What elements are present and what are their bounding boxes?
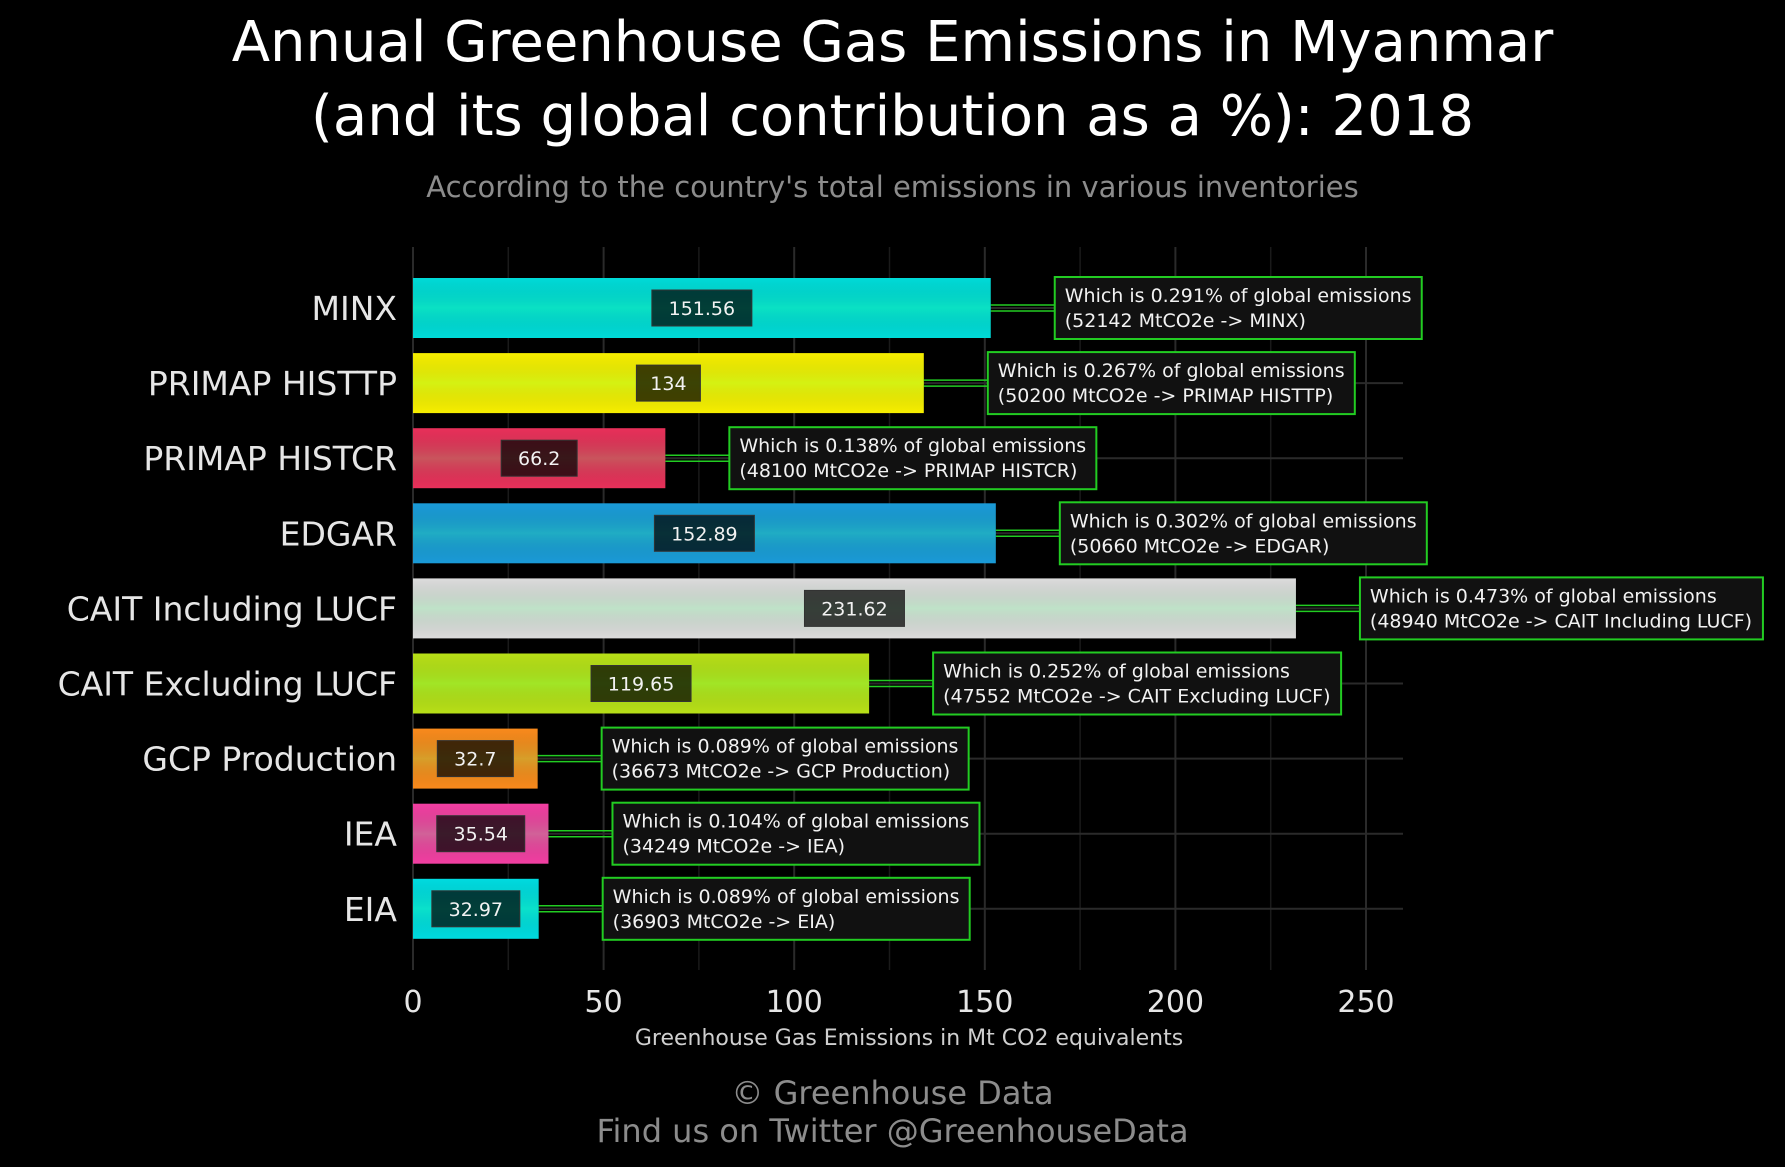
value-label-box [436, 740, 514, 778]
x-tick-label: 100 [766, 985, 823, 1020]
category-label: PRIMAP HISTTP [148, 364, 397, 403]
x-tick-label: 250 [1337, 985, 1394, 1020]
annotation-box [986, 351, 1356, 416]
annotation-line-1: Which is 0.089% of global emissions [612, 736, 959, 758]
value-label: 231.62 [821, 598, 887, 620]
value-label: 32.7 [454, 749, 496, 771]
x-tick-label: 150 [956, 985, 1013, 1020]
value-label-box [651, 289, 753, 327]
chart-title-line-1: Annual Greenhouse Gas Emissions in Myanm… [231, 10, 1554, 75]
annotation-box [1058, 501, 1428, 566]
category-label: CAIT Excluding LUCF [58, 665, 397, 704]
annotation-line-1: Which is 0.267% of global emissions [998, 360, 1345, 382]
annotation-box [1053, 276, 1423, 340]
category-label: MINX [312, 289, 398, 328]
value-label: 119.65 [608, 674, 674, 696]
chart-subtitle: According to the country's total emissio… [426, 170, 1359, 204]
value-label-box [431, 890, 521, 928]
footer-twitter: Find us on Twitter @GreenhouseData [596, 1112, 1189, 1150]
annotation-box [601, 876, 971, 941]
value-label-box [653, 514, 755, 552]
annotation-box [611, 801, 981, 866]
annotation-line-1: Which is 0.291% of global emissions [1065, 285, 1412, 307]
annotation-line-2: (50660 MtCO2e -> EDGAR) [1070, 535, 1330, 557]
annotation-box [932, 651, 1343, 716]
y-axis-categories: MINX PRIMAP HISTTP PRIMAP HISTCR EDGAR CAIT … [58, 289, 398, 929]
value-label: 66.2 [518, 448, 560, 470]
category-label: EDGAR [280, 514, 397, 553]
annotations: Which is 0.291% of global emissions (5214… [600, 276, 1764, 941]
annotation-box [600, 726, 970, 791]
annotation-line-2: (48940 MtCO2e -> CAIT Including LUCF) [1370, 610, 1752, 632]
annotation-box [728, 426, 1098, 491]
x-axis-ticks: 0 50 100 150 200 250 [403, 985, 1394, 1020]
value-label: 152.89 [671, 523, 737, 545]
connector-lines [537, 304, 1360, 913]
value-label: 151.56 [669, 298, 735, 320]
value-labels: 151.56 134 66.2 152.89 231.62 119.65 32.7 35.54… [431, 289, 905, 928]
value-label-box [803, 589, 905, 627]
category-label: EIA [344, 890, 398, 929]
category-label: GCP Production [142, 740, 397, 779]
category-label: IEA [344, 815, 398, 854]
value-label: 32.97 [449, 899, 503, 921]
value-label: 35.54 [454, 824, 508, 846]
annotation-line-2: (34249 MtCO2e -> IEA) [622, 836, 845, 858]
annotation-line-1: Which is 0.252% of global emissions [943, 661, 1290, 683]
x-tick-label: 200 [1147, 985, 1204, 1020]
annotation-line-2: (36673 MtCO2e -> GCP Production) [612, 761, 951, 783]
x-tick-label: 50 [585, 985, 623, 1020]
annotation-line-1: Which is 0.104% of global emissions [622, 811, 969, 833]
annotation-line-1: Which is 0.089% of global emissions [613, 886, 960, 908]
value-label-box [500, 439, 578, 477]
x-axis-label: Greenhouse Gas Emissions in Mt CO2 equiv… [635, 1026, 1183, 1051]
annotation-line-1: Which is 0.473% of global emissions [1370, 585, 1717, 607]
annotation-line-2: (52142 MtCO2e -> MINX) [1065, 310, 1306, 332]
value-label-box [635, 364, 701, 402]
category-label: PRIMAP HISTCR [143, 439, 397, 478]
annotation-line-2: (50200 MtCO2e -> PRIMAP HISTTP) [998, 385, 1333, 407]
annotation-line-2: (36903 MtCO2e -> EIA) [613, 911, 836, 933]
annotation-line-1: Which is 0.302% of global emissions [1070, 510, 1417, 532]
footer-copyright: © Greenhouse Data [731, 1074, 1054, 1112]
category-label: CAIT Including LUCF [67, 589, 397, 628]
annotation-line-2: (47552 MtCO2e -> CAIT Excluding LUCF) [943, 686, 1330, 708]
x-tick-label: 0 [403, 985, 422, 1020]
annotation-box [1358, 576, 1764, 641]
annotation-line-1: Which is 0.138% of global emissions [739, 435, 1086, 457]
annotation-line-2: (48100 MtCO2e -> PRIMAP HISTCR) [739, 460, 1077, 482]
chart-title-line-2: (and its global contribution as a %): 20… [311, 84, 1474, 149]
value-label-box [590, 665, 692, 702]
value-label: 134 [650, 373, 686, 395]
value-label-box [436, 815, 526, 853]
